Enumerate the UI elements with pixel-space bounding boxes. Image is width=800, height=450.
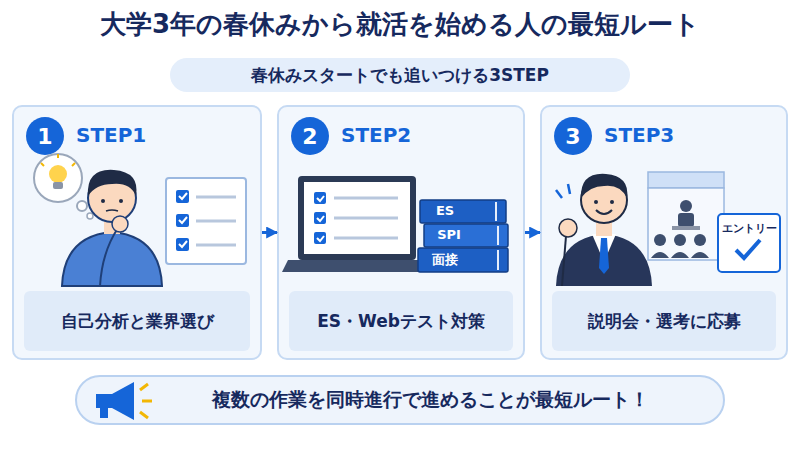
flow-arrow bbox=[262, 231, 277, 234]
flow-arrow bbox=[525, 231, 540, 234]
book-label: 面接 bbox=[418, 251, 472, 269]
step-number-badge-text: 1 bbox=[37, 124, 52, 149]
step-action-box: 説明会・選考に応募 bbox=[552, 291, 776, 351]
step-action-box-text: 自己分析と業界選び bbox=[61, 310, 214, 333]
step-card-text: STEP3 bbox=[604, 123, 674, 147]
step-number-badge-text: 3 bbox=[565, 124, 580, 149]
step-card: STEP2 2ES・Webテスト対策 bbox=[277, 105, 525, 360]
step-card: STEP1 1 自己分析と業界選び bbox=[12, 105, 262, 360]
step-card-text: STEP1 bbox=[76, 123, 146, 147]
book-label: ES bbox=[420, 203, 470, 218]
entry-card-label: エントリー bbox=[718, 221, 780, 236]
summary-banner-text: 複数の作業を同時進行で進めることが最短ルート！ bbox=[212, 387, 649, 413]
title-text: 大学3年の春休みから就活を始める人の最短ルート bbox=[0, 8, 800, 40]
step-action-box: ES・Webテスト対策 bbox=[289, 291, 513, 351]
step-number-badge: 2 bbox=[291, 117, 329, 155]
step-number-badge-text: 2 bbox=[302, 124, 317, 149]
step-action-box-text: ES・Webテスト対策 bbox=[317, 310, 485, 333]
book-label: SPI bbox=[424, 227, 474, 242]
step-card-text: STEP2 bbox=[341, 123, 411, 147]
step-number-badge: 3 bbox=[554, 117, 592, 155]
subtitle-pill: 春休みスタートでも追いつける3STEP bbox=[170, 58, 630, 92]
summary-banner: 複数の作業を同時進行で進めることが最短ルート！ bbox=[75, 375, 725, 425]
step-action-box-text: 説明会・選考に応募 bbox=[588, 310, 741, 333]
step-action-box: 自己分析と業界選び bbox=[24, 291, 250, 351]
step-number-badge: 1 bbox=[26, 117, 64, 155]
subtitle-pill-text: 春休みスタートでも追いつける3STEP bbox=[251, 64, 549, 87]
